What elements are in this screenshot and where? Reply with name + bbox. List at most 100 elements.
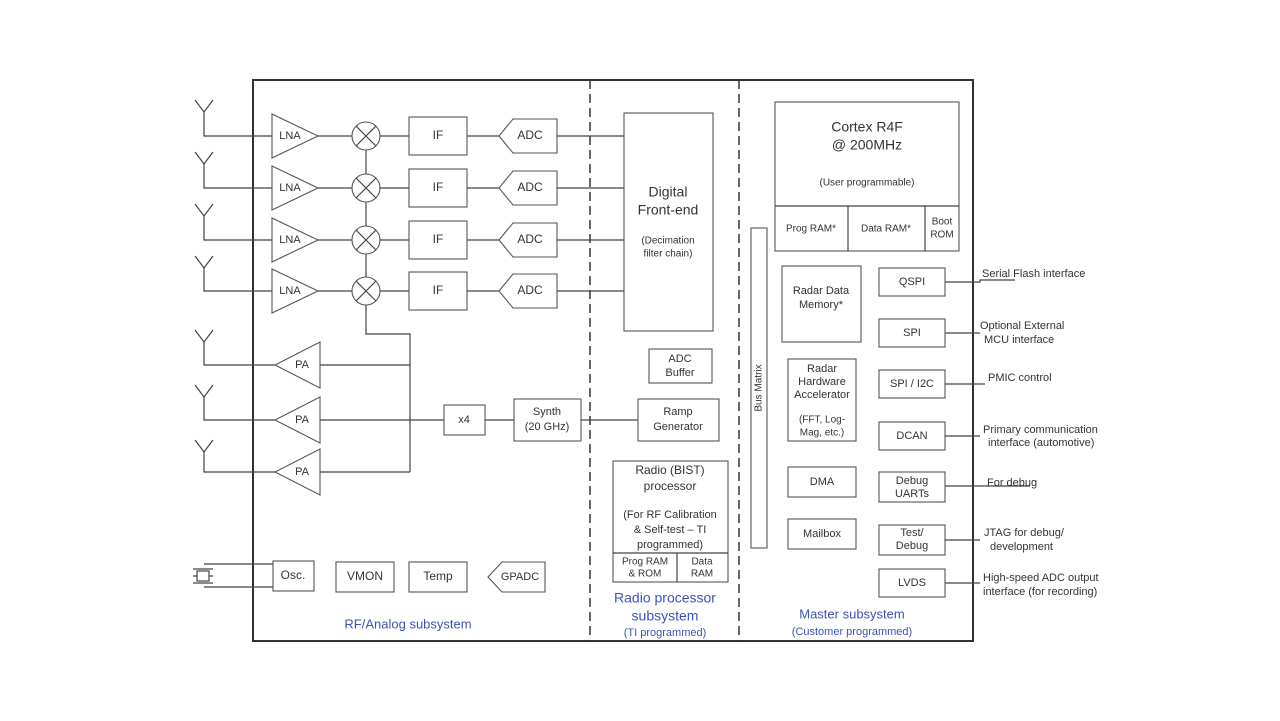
svg-text:Debug: Debug [896, 540, 928, 552]
svg-text:Ramp: Ramp [663, 406, 692, 418]
svg-text:UARTs: UARTs [895, 488, 930, 500]
cortex-data-ram: Data RAM* [861, 224, 911, 235]
svg-text:(20 GHz): (20 GHz) [525, 421, 570, 433]
dcan-desc: Primary communication [983, 424, 1098, 436]
svg-text:SPI: SPI [903, 327, 921, 339]
svg-text:(FFT, Log-: (FFT, Log- [799, 415, 845, 426]
if-block-3: IF [408, 220, 468, 260]
if-block-1: IF [408, 116, 468, 156]
master-subsystem-label: Master subsystem [799, 606, 904, 621]
svg-text:Synth: Synth [533, 406, 561, 418]
svg-text:LNA: LNA [279, 234, 301, 246]
tx-antennas [194, 329, 638, 473]
x4-multiplier: x4 [443, 404, 486, 436]
svg-text:PA: PA [295, 359, 310, 371]
svg-text:IF: IF [433, 180, 444, 194]
rf-analog-label: RF/Analog subsystem [344, 616, 471, 631]
svg-text:subsystem: subsystem [632, 608, 699, 624]
vmon-block: VMON [335, 561, 395, 593]
svg-text:ADC: ADC [517, 232, 543, 246]
svg-text:MCU interface: MCU interface [984, 334, 1054, 346]
svg-text:Radar: Radar [807, 363, 837, 375]
lna-1: LNA [271, 113, 320, 159]
bus-matrix: Bus Matrix [750, 227, 768, 549]
qspi-desc: Serial Flash interface [982, 268, 1085, 280]
svg-text:(Decimation: (Decimation [641, 236, 694, 247]
svg-text:Mag, etc.): Mag, etc.) [800, 428, 844, 439]
svg-text:IF: IF [433, 232, 444, 246]
svg-text:development: development [990, 541, 1053, 553]
if-block-4: IF [408, 271, 468, 311]
svg-text:Generator: Generator [653, 421, 703, 433]
svg-text:Temp: Temp [423, 569, 453, 583]
radio-processor-label: Radio processor [614, 590, 716, 606]
svg-text:LNA: LNA [279, 285, 301, 297]
svg-text:GPADC: GPADC [501, 571, 539, 583]
spi-desc: Optional External [980, 320, 1064, 332]
bist-data-ram: Data [691, 557, 713, 568]
radar-data-memory: Radar Data Memory* [781, 265, 862, 343]
svg-text:Debug: Debug [896, 475, 928, 487]
cortex-prog-ram: Prog RAM* [786, 224, 836, 235]
svg-text:SPI / I2C: SPI / I2C [890, 378, 934, 390]
lna-3: LNA [271, 217, 320, 263]
svg-text:Accelerator: Accelerator [794, 389, 850, 401]
svg-text:Memory*: Memory* [799, 299, 844, 311]
svg-text:Test/: Test/ [900, 527, 924, 539]
svg-text:interface (automotive): interface (automotive) [988, 437, 1094, 449]
svg-text:LNA: LNA [279, 182, 301, 194]
svg-text:IF: IF [433, 283, 444, 297]
pa-3: PA [273, 448, 321, 496]
svg-text:& Self-test – TI: & Self-test – TI [634, 524, 707, 536]
svg-text:PA: PA [295, 414, 310, 426]
svg-text:DMA: DMA [810, 476, 835, 488]
spi-i2c-block: SPI / I2C [878, 369, 946, 399]
temp-block: Temp [408, 561, 468, 593]
test-debug-desc: JTAG for debug/ [984, 527, 1065, 539]
lna-2: LNA [271, 165, 320, 211]
mixer-4 [351, 276, 381, 306]
chip-outline [252, 79, 974, 642]
bist-prog-ram: Prog RAM [622, 557, 668, 568]
osc-block: Osc. [272, 560, 315, 592]
mailbox-block: Mailbox [787, 518, 857, 550]
mixer-2 [351, 173, 381, 203]
adc-block-3: ADC [498, 222, 558, 258]
svg-text:DCAN: DCAN [896, 430, 927, 442]
pa-2: PA [273, 396, 321, 444]
master-subsystem-note: (Customer programmed) [792, 626, 912, 638]
svg-text:QSPI: QSPI [899, 276, 925, 288]
test-debug-block: Test/ Debug [878, 524, 946, 556]
bist-processor: Radio (BIST) processor (For RF Calibrati… [612, 460, 729, 583]
svg-text:programmed): programmed) [637, 539, 703, 551]
svg-text:Bus Matrix: Bus Matrix [754, 364, 765, 411]
ramp-generator: Ramp Generator [637, 398, 720, 442]
svg-text:Cortex R4F: Cortex R4F [831, 119, 903, 135]
svg-text:filter chain): filter chain) [644, 249, 693, 260]
adc-block-4: ADC [498, 273, 558, 309]
svg-text:(User programmable): (User programmable) [819, 178, 914, 189]
svg-text:VMON: VMON [347, 569, 383, 583]
lvds-block: LVDS [878, 568, 946, 598]
crystal [193, 563, 273, 588]
svg-text:processor: processor [644, 479, 697, 493]
spi-block: SPI [878, 318, 946, 348]
radar-hw-accelerator: Radar Hardware Accelerator (FFT, Log- Ma… [787, 358, 857, 442]
svg-text:interface (for recording): interface (for recording) [983, 586, 1097, 598]
cortex-r4f: Cortex R4F @ 200MHz (User programmable) … [774, 101, 960, 252]
lna-4: LNA [271, 268, 320, 314]
svg-text:Radar Data: Radar Data [793, 285, 850, 297]
if-block-2: IF [408, 168, 468, 208]
svg-text:Digital: Digital [649, 184, 688, 200]
svg-text:IF: IF [433, 128, 444, 142]
pa-1: PA [273, 341, 321, 389]
svg-text:LVDS: LVDS [898, 577, 926, 589]
svg-text:LNA: LNA [279, 130, 301, 142]
dcan-block: DCAN [878, 421, 946, 451]
svg-text:RAM: RAM [691, 569, 713, 580]
svg-text:ADC: ADC [517, 128, 543, 142]
peripheral-wires [945, 279, 1030, 584]
svg-text:x4: x4 [458, 414, 470, 426]
digital-front-end: Digital Front-end (Decimation filter cha… [623, 112, 714, 332]
